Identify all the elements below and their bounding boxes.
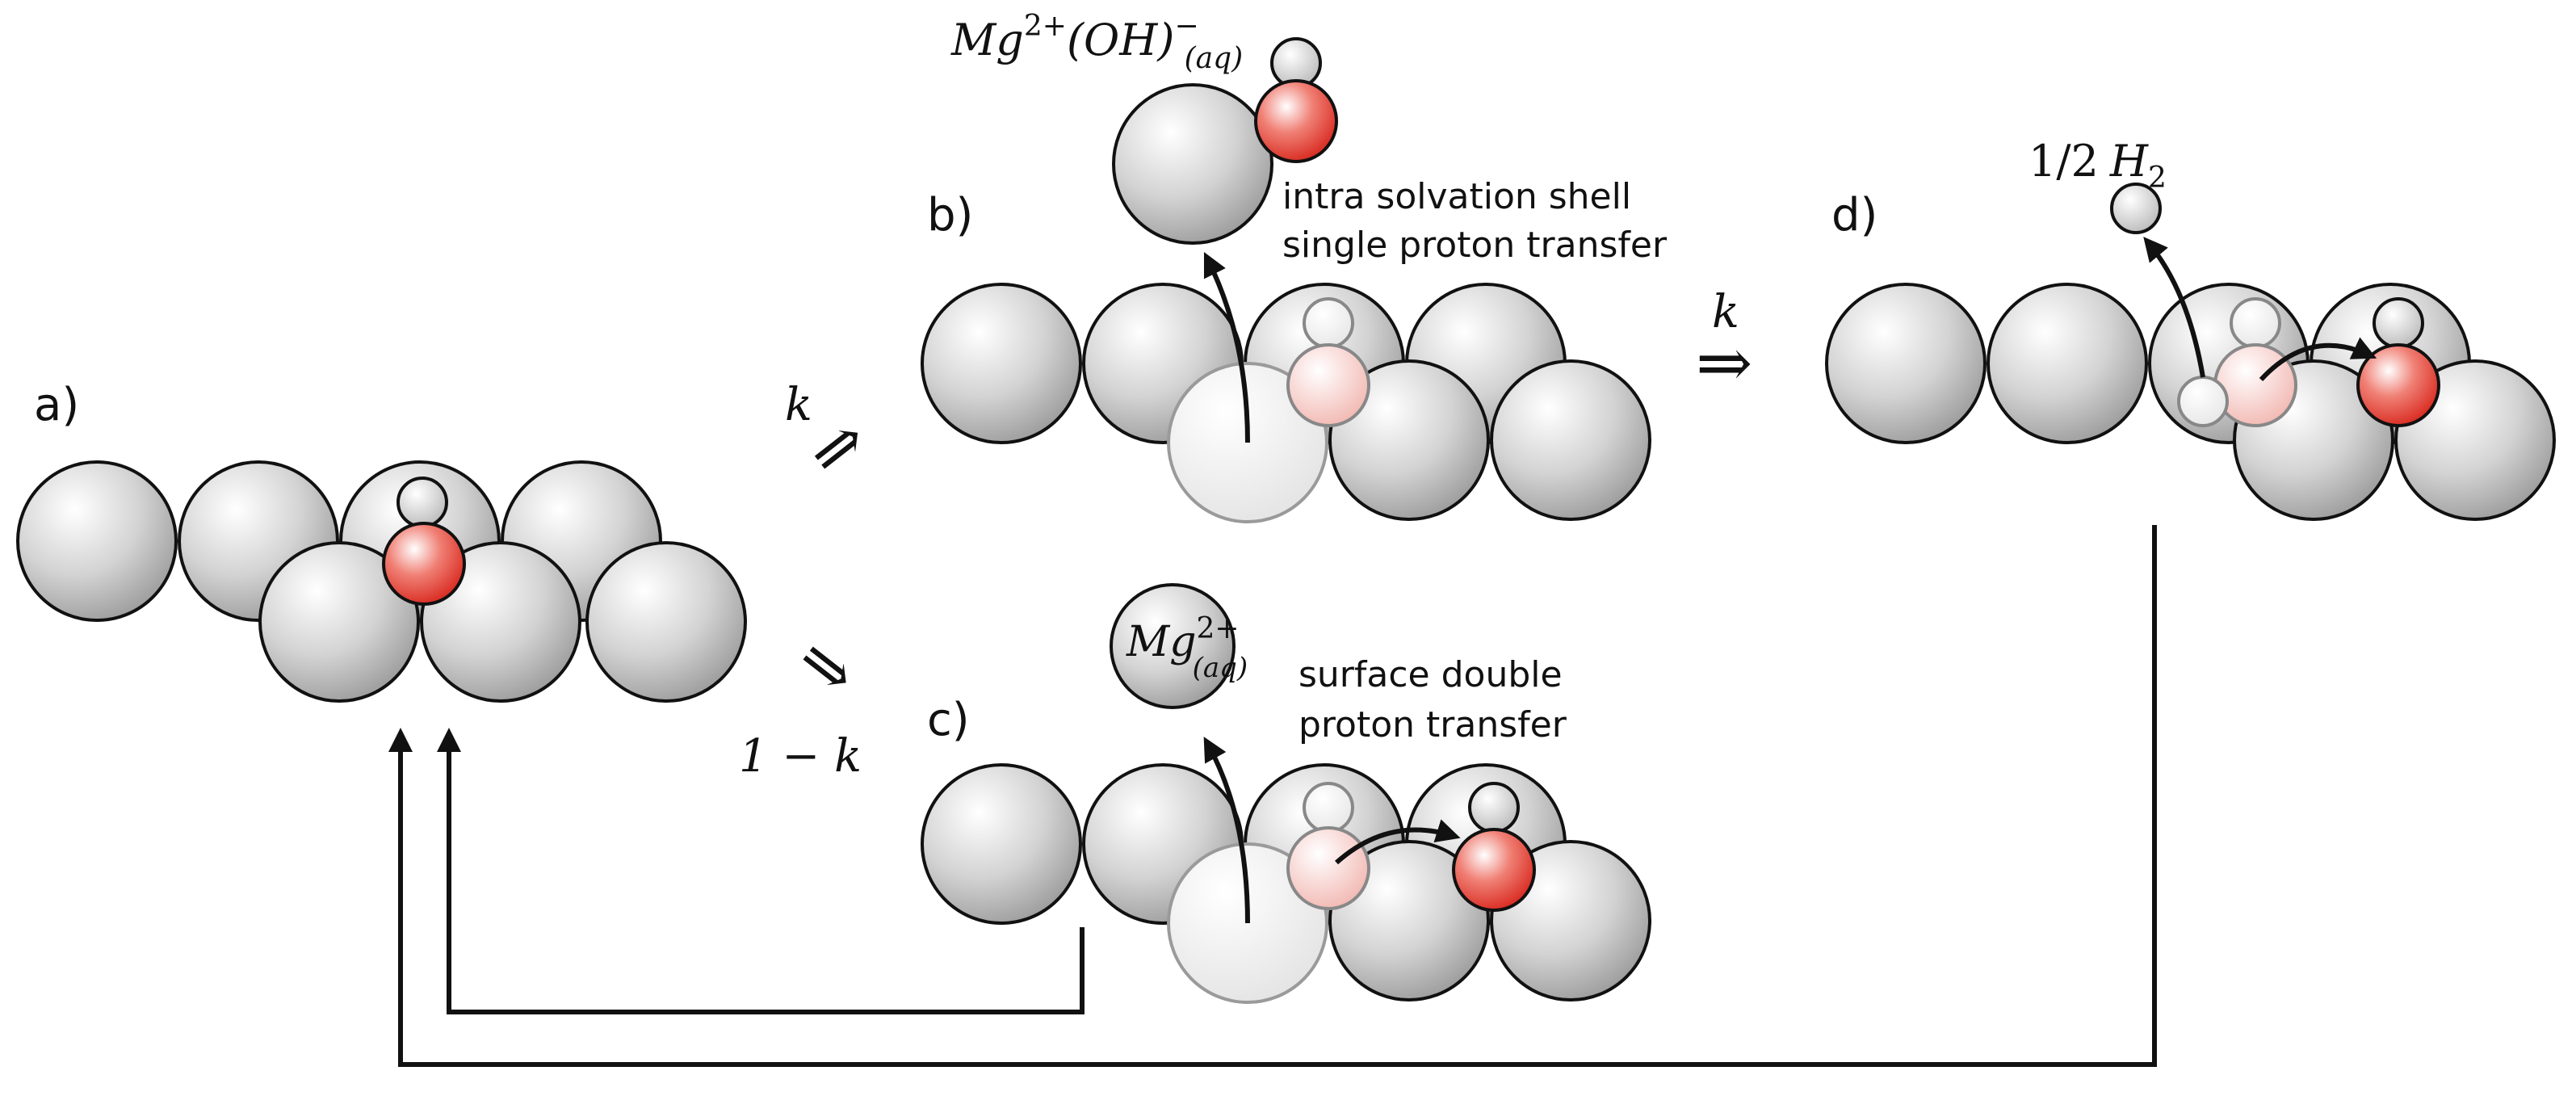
mg-atom [1490,359,1651,521]
panel-b-desc-line2: single proton transfer [1282,225,1668,266]
hydrogen-atom-faded [1303,782,1354,834]
proton-transfer-arrow [2259,337,2377,382]
mg-ion-atom [1110,583,1236,709]
mg-atom [1328,840,1490,1002]
oxygen-atom [382,522,466,606]
hydrogen-atom-faded [2177,376,2229,427]
mg-atom [258,541,420,703]
mg-atom [921,283,1082,444]
mg-atom [1328,359,1490,521]
hydrogen-release-arrow [2143,237,2205,378]
oxygen-atom [1254,79,1338,163]
panel-c-desc-line1: surface double [1298,654,1563,695]
mg-atom [16,460,178,622]
panel-a-label: a) [34,379,79,431]
species-formula: Mg2+(OH)−(aq) [950,10,1243,75]
dissolution-arrow [1203,251,1250,443]
mg-ion-formula: Mg2+(aq) [1126,612,1248,684]
return-line-d-to-a [388,525,2157,1067]
double-arrow-glyph: ⇒ [1696,323,1752,402]
proton-transfer-arrow [1335,819,1461,865]
mg-ion-atom [1112,83,1273,245]
arrow-a-to-c: ⇒ 1 − k [739,620,872,783]
oxygen-atom-faded [1286,343,1370,427]
mg-atom [921,763,1082,925]
panel-c-surface [921,583,1651,1004]
panel-c-label: c) [927,694,970,746]
mg-atom [1825,283,1987,444]
dissolution-arrow [1203,737,1250,924]
return-paths [388,525,2157,1067]
panel-d-surface [1825,183,2556,521]
oxygen-atom-faded [1286,826,1370,910]
mg-atom [1987,283,2148,444]
panel-a: a) [16,379,747,703]
arrow-a-to-b: ⇒ k [785,379,882,493]
oxygen-atom [1452,828,1536,912]
hydrogen-atom [1468,782,1520,834]
oxygen-atom [2356,343,2440,427]
hydrogen-atom [396,477,448,528]
arrow-b-to-d: ⇒ k [1696,286,1752,402]
rate-label-1-minus-k: 1 − k [739,730,862,783]
hydrogen-atom-faded [2230,297,2281,349]
rate-label-k: k [1712,286,1739,338]
hydrogen-atom-released [2110,183,2162,234]
return-line-c-to-a [437,728,1085,1014]
double-arrow-glyph: ⇒ [782,620,871,713]
mg-atom [585,541,747,703]
panel-c-desc-line2: proton transfer [1298,704,1567,745]
hydrogen-atom-faded [1303,297,1354,349]
panel-b-desc-line1: intra solvation shell [1282,176,1631,217]
panel-b: b) Mg2+(OH)−(aq) intra solvation shell s… [921,10,1668,523]
panel-b-label: b) [927,189,973,241]
rate-label-k: k [785,379,812,431]
panel-a-surface [16,460,747,703]
panel-b-surface [921,37,1651,523]
panel-d-label: d) [1831,189,1877,241]
panel-c: c) Mg2+(aq) surface double proton transf… [921,583,1651,1004]
hydrogen-atom [2373,297,2424,349]
oxygen-atom-faded [2213,343,2297,427]
